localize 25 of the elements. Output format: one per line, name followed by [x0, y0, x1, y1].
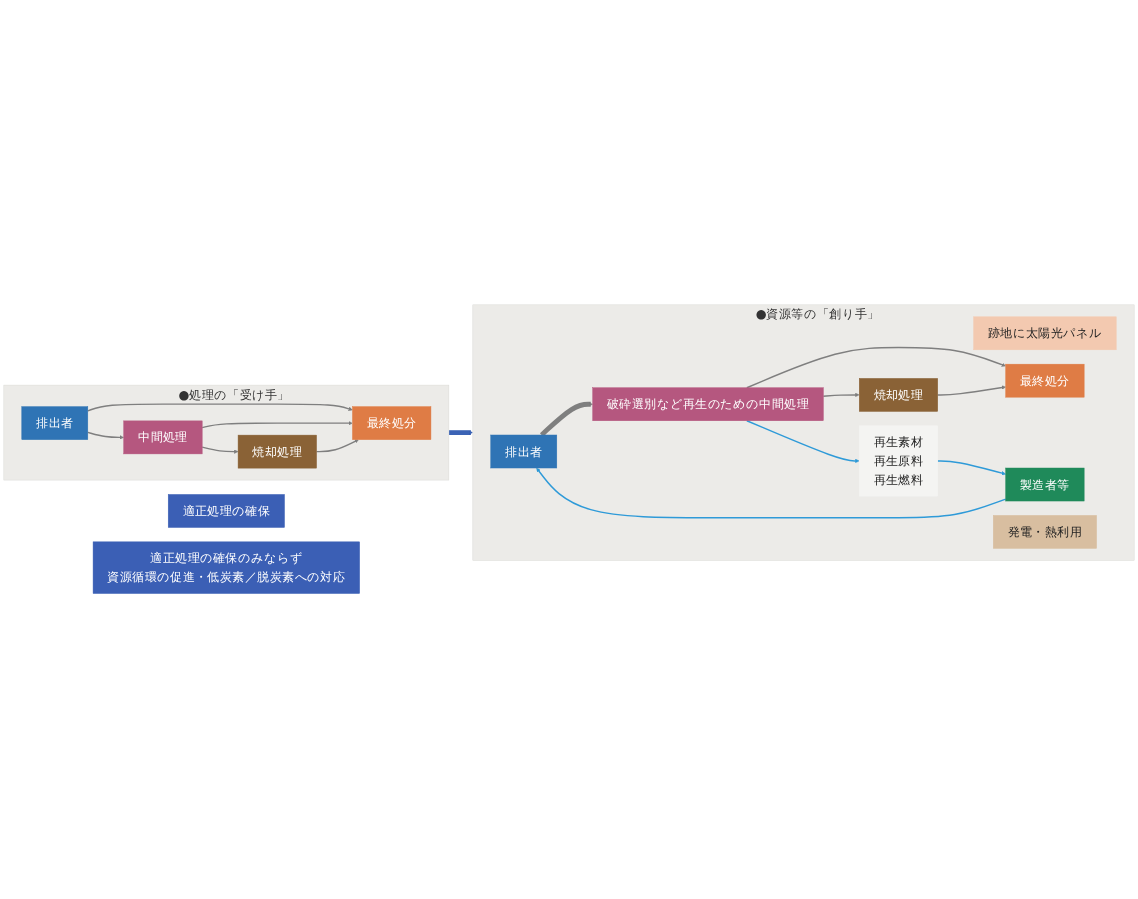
- node-box: 再生素材 再生原料 再生燃料: [859, 425, 938, 497]
- arrow: [201, 446, 239, 455]
- arrow: [201, 421, 353, 429]
- node-box: 最終処分: [352, 406, 432, 441]
- arrow: [448, 430, 473, 436]
- node-box: 製造者等: [1005, 468, 1085, 502]
- node-box: 適正処理の確保: [167, 494, 285, 529]
- arrow: [87, 403, 353, 412]
- arrow: [822, 393, 860, 398]
- node-box: 適正処理の確保のみならず 資源循環の促進・低炭素／脱炭素への対応: [92, 541, 360, 595]
- arrow: [536, 468, 1007, 519]
- node-box: 跡地に太陽光パネル: [973, 316, 1117, 351]
- arrow: [937, 385, 1006, 396]
- node-box: 破砕選別など再生のための中間処理: [592, 387, 824, 422]
- arrow: [746, 347, 1006, 389]
- node-box: 中間処理: [123, 420, 203, 455]
- node-box: 焼却処理: [237, 435, 317, 469]
- node-box: 焼却処理: [859, 378, 938, 412]
- arrow: [937, 460, 1006, 476]
- node-box: 発電・熱利用: [993, 515, 1097, 549]
- arrow: [87, 431, 124, 440]
- node-box: 排出者: [21, 406, 89, 441]
- arrow: [315, 439, 359, 453]
- node-box: 最終処分: [1005, 364, 1085, 398]
- node-box: 排出者: [490, 435, 558, 469]
